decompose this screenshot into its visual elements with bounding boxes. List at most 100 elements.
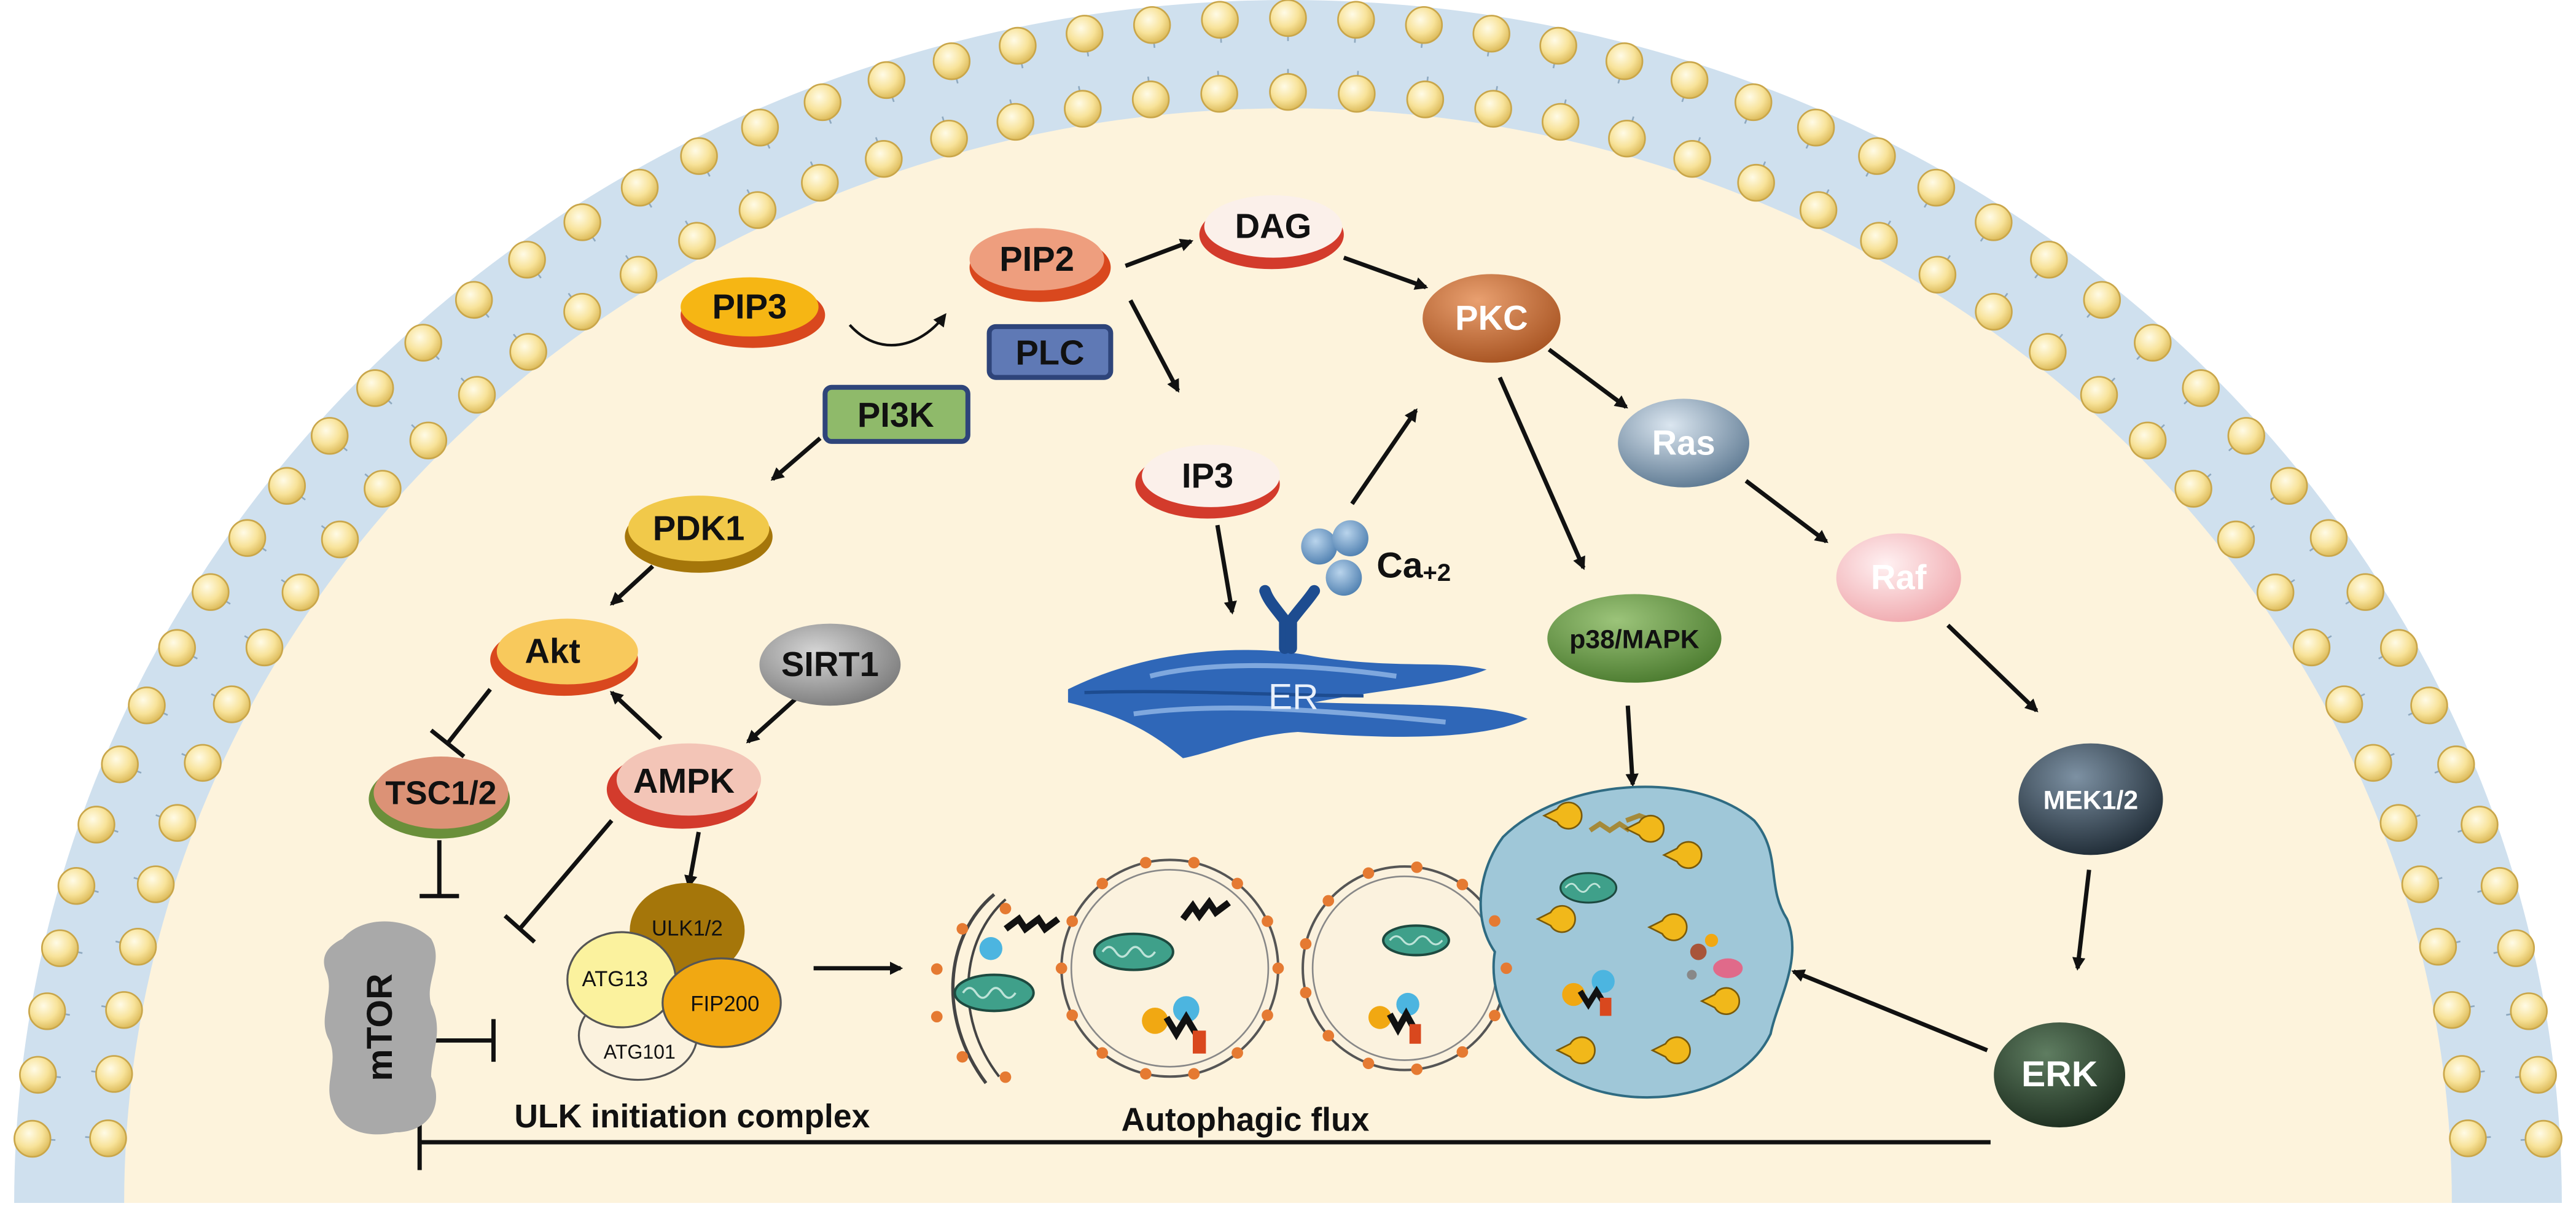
- lipid-head: [136, 865, 175, 903]
- lipid-head: [14, 1119, 52, 1158]
- lipid-head: [563, 292, 601, 331]
- lipid-head: [1608, 119, 1646, 158]
- lipid-head: [1799, 191, 1838, 229]
- pi3k-node: [822, 384, 970, 444]
- lipid-head: [1269, 0, 1307, 37]
- lipid-head: [95, 1055, 133, 1093]
- pkc-node: [1423, 274, 1561, 363]
- lipid-head: [1737, 163, 1775, 202]
- lipid-head: [228, 519, 267, 557]
- membrane-dot: [1456, 1046, 1469, 1058]
- sirt1-label: SIRT1: [781, 645, 879, 683]
- arrow-ca-pkc: [1350, 408, 1418, 505]
- lipid-head: [2449, 1119, 2487, 1157]
- pdk1-label: PDK1: [653, 508, 745, 547]
- lipid-head: [2379, 804, 2418, 842]
- ulk-complex: [566, 882, 782, 1081]
- lipid-head: [89, 1119, 127, 1157]
- autophagosome-membrane-dots: [931, 857, 1512, 1083]
- arrow-p38-lysosome: [1625, 705, 1639, 787]
- sirt1-node: [759, 623, 901, 706]
- lipid-head: [1269, 72, 1307, 111]
- lipid-head: [867, 61, 906, 99]
- lipid-head: [2325, 685, 2363, 723]
- lipid-head: [619, 255, 658, 294]
- lipid-head: [404, 324, 442, 362]
- lipid-head: [19, 1056, 57, 1094]
- inhibit-ampk-ulk: [503, 819, 614, 944]
- lipid-head: [2510, 992, 2548, 1030]
- membrane-dot: [1501, 962, 1512, 975]
- lipid-head: [2227, 417, 2266, 455]
- lipid-head: [1975, 292, 2013, 331]
- lipid-head: [41, 929, 79, 967]
- lipid-head: [2443, 1055, 2481, 1093]
- lipid-head: [77, 806, 115, 844]
- hydrolase-icon: [1650, 1036, 1691, 1065]
- ras-node: [1618, 399, 1749, 488]
- lipid-head: [2497, 929, 2535, 967]
- phagophore: [951, 893, 1061, 1084]
- lipid-head: [2354, 744, 2392, 782]
- pip3-label: PIP3: [712, 287, 787, 325]
- raf-label: Raf: [1871, 558, 1927, 596]
- arrow-erk-lysosome: [1791, 969, 1988, 1052]
- atg13-label: ATG13: [582, 968, 648, 991]
- lipid-head: [1918, 255, 1957, 294]
- lipid-head: [184, 744, 222, 782]
- arrow-ampk-ulk: [684, 831, 701, 889]
- arrow-pkc-p38: [1497, 376, 1586, 570]
- lipid-head: [158, 629, 197, 667]
- lipid-head: [1605, 42, 1644, 80]
- lipid-head: [119, 928, 157, 966]
- ulk12-label: ULK1/2: [652, 917, 723, 940]
- membrane-dot: [1411, 861, 1423, 873]
- lipid-head: [310, 417, 349, 455]
- lipid-head: [2346, 573, 2384, 611]
- ip3-node: [1135, 445, 1280, 519]
- lipid-head: [356, 369, 394, 407]
- lysosomal-hydrolases: [1536, 801, 1741, 1065]
- ras-label: Ras: [1652, 423, 1715, 462]
- arrow-pdk1-akt: [609, 564, 655, 606]
- membrane-dot: [1322, 1030, 1335, 1042]
- membrane-dot: [1456, 879, 1469, 890]
- protein-aggregate: [979, 937, 1002, 960]
- membrane-dot: [999, 903, 1012, 915]
- lipid-head: [1539, 26, 1577, 65]
- lipid-head: [930, 119, 968, 158]
- lipid-head: [192, 573, 230, 611]
- lipid-head: [1858, 137, 1896, 175]
- arrow-raf-mek: [1946, 623, 2039, 713]
- lipid-head: [2519, 1056, 2557, 1094]
- lipid-head: [1337, 1, 1375, 39]
- lipid-head: [1066, 15, 1104, 53]
- lipid-head: [2080, 376, 2118, 414]
- arrow-pip2-ip3: [1128, 299, 1181, 393]
- lipid-head: [455, 281, 493, 319]
- arrow-sirt1-ampk: [746, 696, 799, 744]
- membrane-dot: [999, 1071, 1012, 1083]
- pdk1-node: [625, 496, 773, 573]
- autophagic-flux: [931, 785, 1793, 1099]
- p38-node: [1547, 594, 1722, 683]
- arrow-ampk-akt: [609, 691, 663, 741]
- mitochondrion: [953, 973, 1035, 1013]
- akt-node: [490, 618, 638, 696]
- arrow-pip2-dag: [1125, 238, 1194, 268]
- lipid-head: [1133, 6, 1171, 44]
- hydrolase-icon: [1662, 841, 1703, 869]
- lipid-head: [2270, 467, 2308, 505]
- lipid-head: [509, 333, 547, 371]
- lipid-head: [2030, 241, 2068, 279]
- hydrolase-icon: [1536, 904, 1576, 933]
- endoplasmic-reticulum: [1067, 585, 1528, 758]
- erk-label: ERK: [2021, 1054, 2098, 1094]
- membrane-dot: [1272, 962, 1284, 975]
- inhibit-erk-mtor: [417, 1122, 1991, 1170]
- lipid-head: [2401, 865, 2440, 903]
- lipid-head: [1975, 203, 2013, 241]
- ip3-label: IP3: [1182, 456, 1233, 495]
- lipid-head: [2029, 333, 2067, 371]
- lipid-head: [2083, 281, 2121, 319]
